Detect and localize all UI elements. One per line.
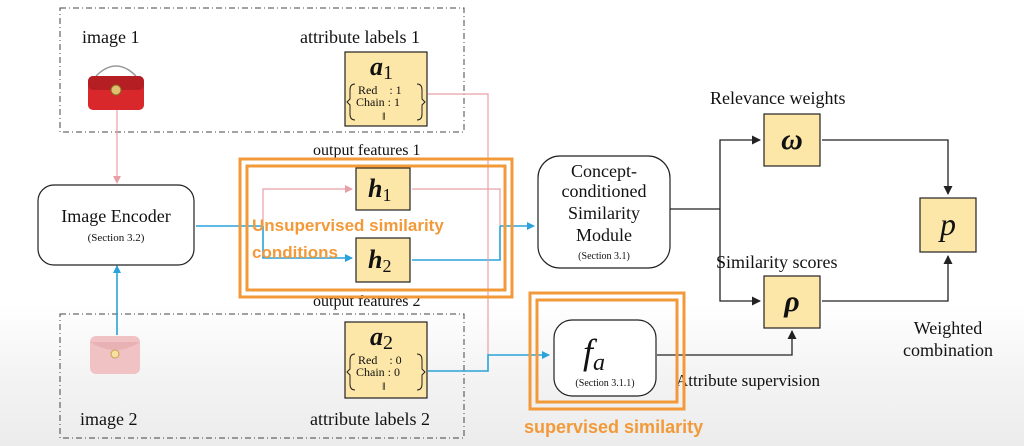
similarity-module-line-3: Similarity (568, 203, 640, 223)
arrow-module-to-omega (719, 135, 761, 209)
line-h2-out (412, 226, 501, 261)
weighted-combination-label-2: combination (903, 340, 993, 360)
similarity-module-line-2: conditioned (562, 181, 647, 201)
arrow-module-to-rho (719, 209, 761, 306)
image-encoder-title: Image Encoder (61, 206, 170, 226)
arrow-omega-to-p (822, 139, 953, 195)
omega-box (763, 113, 821, 167)
attribute-vector-a2-row-1: Red : 0 (358, 353, 402, 367)
fa-section: (Section 3.1.1) (575, 378, 634, 389)
attribute-vector-a1-row-2: Chain : 1 (356, 95, 400, 109)
output-p-symbol: p (938, 206, 956, 242)
arrow-attr2-to-fa (428, 351, 550, 372)
a2-right-brace (416, 353, 426, 391)
attribute-vector-a1-more: ∥ (382, 112, 386, 121)
unsupervised-highlight-inner (245, 164, 507, 292)
attribute-labels-1-title: attribute labels 1 (300, 27, 420, 47)
unsupervised-similarity-text-1: Unsupervised similarity (252, 216, 444, 235)
arrow-encoder-to-h2 (262, 226, 353, 262)
a1-right-brace (416, 83, 426, 121)
supervised-similarity-text: supervised similarity (524, 417, 703, 437)
similarity-module-line-4: Module (576, 225, 632, 245)
unsupervised-similarity-text-2: conditions (252, 243, 338, 262)
output-p-box (919, 197, 977, 253)
a2-left-brace (346, 353, 356, 391)
image1-label: image 1 (82, 27, 139, 47)
rho-box (763, 275, 821, 329)
image-encoder-section: (Section 3.2) (88, 232, 145, 244)
a1-left-brace (346, 83, 356, 121)
attribute-vector-a1-box (344, 51, 428, 127)
image-pair-region-2 (59, 313, 465, 439)
similarity-module-box (537, 155, 671, 269)
supervised-highlight-inner (535, 298, 679, 404)
attribute-vector-a1-row-1: Red : 1 (358, 83, 402, 97)
pink-handbag-image (90, 336, 140, 374)
attribute-vector-a1-symbol: a1 (370, 52, 393, 84)
similarity-module-section: (Section 3.1) (578, 251, 630, 262)
fa-box (553, 319, 657, 397)
image2-label: image 2 (80, 409, 137, 429)
weighted-combination-label-1: Weighted (914, 318, 983, 338)
line-attr1-to-fa (428, 93, 489, 355)
feature-h2-symbol: h2 (368, 245, 391, 276)
attribute-vector-a2-symbol: a2 (370, 322, 393, 354)
attribute-vector-a2-row-2: Chain : 0 (356, 365, 400, 379)
attribute-vector-a2-box (344, 321, 428, 399)
feature-h1-box (355, 167, 411, 211)
similarity-module-line-1: Concept- (571, 161, 637, 181)
unsupervised-highlight-outer (238, 157, 514, 299)
rho-symbol: ρ (783, 285, 799, 318)
omega-symbol: ω (781, 123, 803, 156)
relevance-weights-label: Relevance weights (710, 88, 845, 108)
arrow-fa-to-rho (657, 330, 797, 356)
red-handbag-image (88, 65, 144, 110)
image-encoder-box (37, 184, 195, 266)
arrow-rho-to-p (822, 255, 953, 302)
supervised-highlight-outer (528, 291, 686, 411)
image-pair-region-1 (59, 7, 465, 133)
arrow-encoder-to-h1 (262, 185, 353, 226)
attribute-supervision-label: Attribute supervision (676, 371, 821, 390)
output-features-1-label: output features 1 (313, 142, 421, 159)
attribute-labels-2-title: attribute labels 2 (310, 409, 430, 429)
similarity-scores-label: Similarity scores (716, 252, 837, 272)
feature-h2-box (355, 237, 411, 283)
feature-h1-symbol: h1 (368, 174, 391, 205)
line-h1-out (412, 188, 501, 226)
attribute-vector-a2-more: ∥ (382, 382, 386, 391)
